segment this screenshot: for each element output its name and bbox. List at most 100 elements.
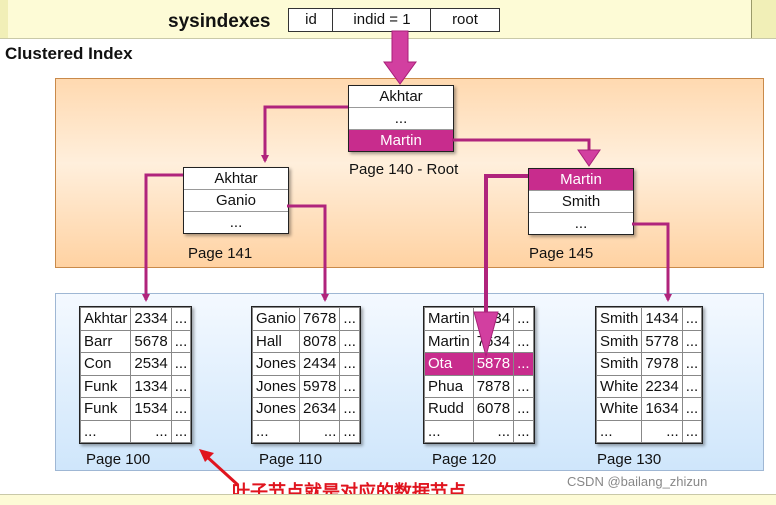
sysindexes-bar [0,0,776,39]
leaf-cell-value: 5978 [299,374,341,398]
leaf-cell-key: Con [79,352,132,376]
leaf-cell-more: ... [339,307,360,331]
arrow-145-to-120 [484,174,528,312]
root-row-highlighted: Martin [349,129,453,151]
root-page-caption: Page 140 - Root [349,161,459,178]
annotation-arrow [203,453,240,487]
leaf-cell-more: ... [681,374,703,398]
leaf-cell-more: ... [513,352,534,376]
arrow-root-to-141 [261,105,348,163]
root-pointer-arrow [383,30,417,85]
leaf-cell-more: ... [681,329,703,353]
arrow-145-to-120-head [473,311,499,358]
leaf-cell-more: ... [339,419,360,443]
leaf100-caption: Page 100 [86,451,151,468]
leaf-cell-value: ... [641,419,683,443]
root-row: ... [349,107,453,129]
leaf-cell-more: ... [681,397,703,421]
leaf-row: ......... [79,419,192,443]
leaf-cell-more: ... [681,307,703,331]
leaf-cell-value: 5778 [641,329,683,353]
page141-row: ... [184,211,288,233]
leaf-cell-value: ... [299,419,341,443]
leaf-cell-key: Martin [424,307,474,331]
leaf-cell-key: ... [79,419,132,443]
page145-caption: Page 145 [529,245,594,262]
leaf-cell-more: ... [170,352,192,376]
leaf-cell-value: 2434 [299,352,341,376]
leaf-cell-more: ... [339,352,360,376]
leaf-cell-value: ... [130,419,172,443]
leaf-row: ......... [251,419,360,443]
leaf-cell-value: 7678 [299,307,341,331]
page-141: Akhtar Ganio ... [183,167,289,234]
page145-row: Smith [529,190,633,212]
leaf130-caption: Page 130 [597,451,662,468]
leaf-cell-key: Rudd [424,397,474,421]
leaf-cell-more: ... [170,329,192,353]
leaf110-caption: Page 110 [259,451,323,468]
section-title: Clustered Index [5,44,133,63]
leaf-cell-more: ... [170,307,192,331]
page141-caption: Page 141 [188,245,253,262]
leaf-cell-key: Barr [79,329,132,353]
page141-row: Ganio [184,189,288,211]
leaf-cell-more: ... [513,419,534,443]
leaf-cell-more: ... [681,352,703,376]
watermark: CSDN @bailang_zhizun [567,474,708,489]
leaf-cell-key: ... [424,419,474,443]
leaf-cell-value: 1534 [130,397,172,421]
arrow-root-to-145-head [577,149,601,167]
sysindexes-cell-indid: indid = 1 [332,8,432,32]
bottom-strip [0,494,776,505]
sysindexes-title: sysindexes [168,11,271,32]
page145-row-highlighted: Martin [529,169,633,190]
annotation-arrow-head [199,449,214,462]
arrow-root-to-145 [452,138,591,150]
root-page-140: Akhtar ... Martin [348,85,454,152]
leaf-cell-value: 2634 [299,397,341,421]
leaf-cell-more: ... [681,419,703,443]
page-145: Martin Smith ... [528,168,634,235]
page145-row: ... [529,212,633,234]
leaf-cell-more: ... [513,374,534,398]
sysindexes-cell-root: root [430,8,500,32]
leaf-cell-more: ... [170,397,192,421]
root-row: Akhtar [379,88,423,105]
leaf-cell-key: ... [251,419,301,443]
bar-edge-right [751,0,776,38]
leaf-cell-key: ... [595,419,643,443]
leaf-cell-value: 2234 [641,374,683,398]
leaf-cell-value: 1634 [641,397,683,421]
leaf-cell-value: ... [472,419,515,443]
leaf-cell-key: Funk [79,397,132,421]
leaf-cell-more: ... [170,374,192,398]
leaf-cell-key: Smith [595,329,643,353]
leaf-cell-key: Jones [251,397,301,421]
leaf-cell-value: 6078 [472,397,515,421]
page141-row: Akhtar [214,170,258,187]
leaf-row: ......... [595,419,703,443]
leaf-cell-value: 8078 [299,329,341,353]
leaf-cell-more: ... [339,397,360,421]
leaf-cell-key: Phua [424,374,474,398]
leaf-row: ......... [424,419,534,443]
sysindexes-cell-id: id [288,8,334,32]
